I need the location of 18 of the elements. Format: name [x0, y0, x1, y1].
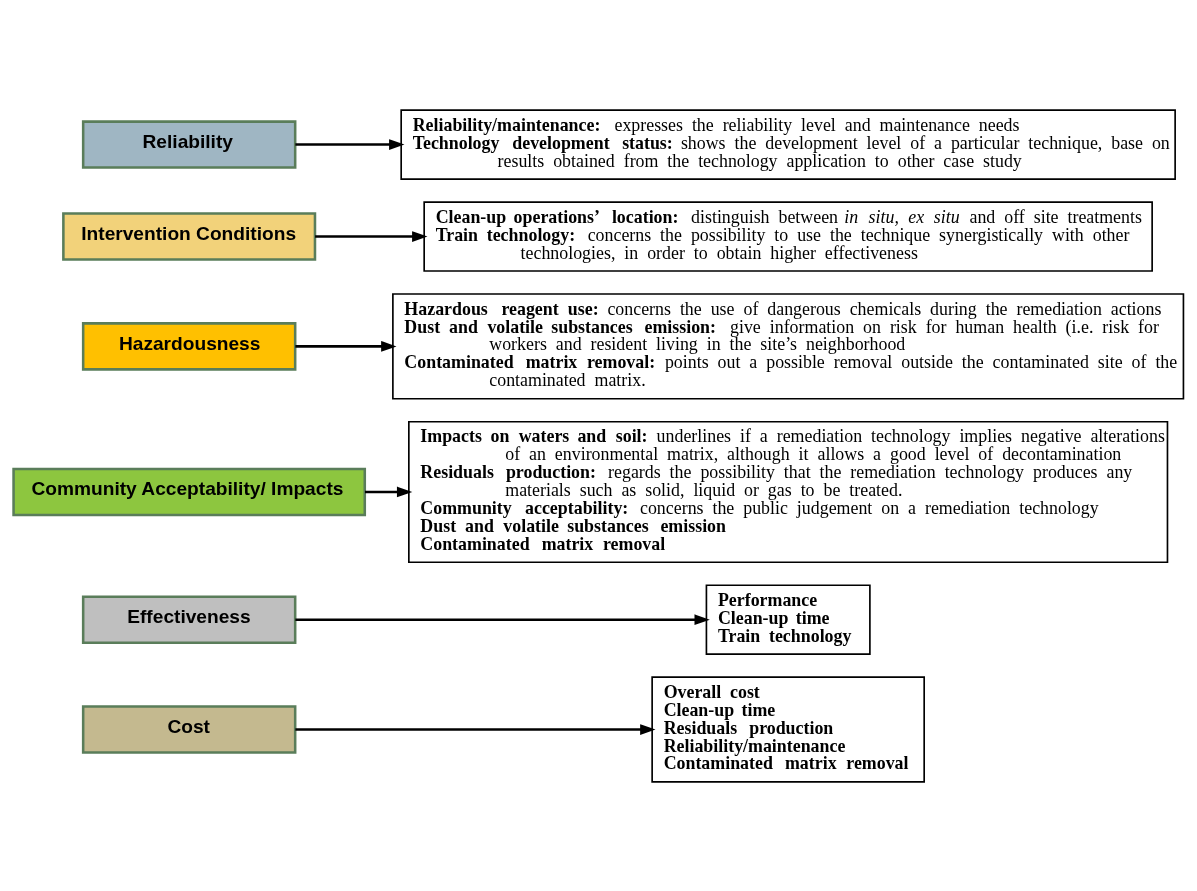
- node-box: Reliability: [81, 119, 297, 169]
- node-box: Cost: [81, 704, 297, 754]
- node-box: Clean-up operations’ location: distinguish between in situ, ex situ and off site treatments Train technology: concerns the possibility to use the technique synergistically with other technologies, in order to obtain higher effectiveness: [423, 200, 1153, 272]
- arrow: [295, 138, 405, 150]
- node-box: Performance Clean-up time Train technology: [705, 583, 871, 655]
- node-box: Reliability/maintenance: expresses the reliability level and maintenance needs Technology development status: shows the development level of a particular technique, base on results obtained from the technology application to other case study: [400, 108, 1176, 180]
- node-box: Impacts on waters and soil: underlines if a remediation technology implies negative alterations of an environmental matrix, although it allows a good level of decontamination Residuals production: regards the possibility that the remediation technology produces any materials such as solid, liquid or gas to be treated. Community acceptability: concerns the public judgement on a remediation technology Dust and volatile substances emission Contaminated matrix removal: [408, 420, 1169, 563]
- arrow: [295, 613, 710, 625]
- arrow: [364, 486, 413, 497]
- node-box: Overall cost Clean-up time Residuals production Reliability/maintenance Contaminated matrix removal: [651, 675, 925, 783]
- node-box: Hazardousness: [81, 321, 297, 371]
- node-box: Effectiveness: [81, 594, 297, 644]
- arrow: [315, 230, 428, 242]
- arrow: [295, 340, 397, 352]
- arrow: [295, 723, 656, 735]
- node-box: Community Acceptability/ Impacts: [12, 467, 367, 516]
- node-box: Hazardous reagent use: concerns the use of dangerous chemicals during the remediation actions Dust and volatile substances emission: give information on risk for human health (i.e. risk for workers and resident living in the site’s neighborhood Contaminated matrix removal: points out a possible removal outside the contaminated site of the contaminated matrix.: [392, 292, 1185, 400]
- node-box: Intervention Conditions: [62, 211, 317, 261]
